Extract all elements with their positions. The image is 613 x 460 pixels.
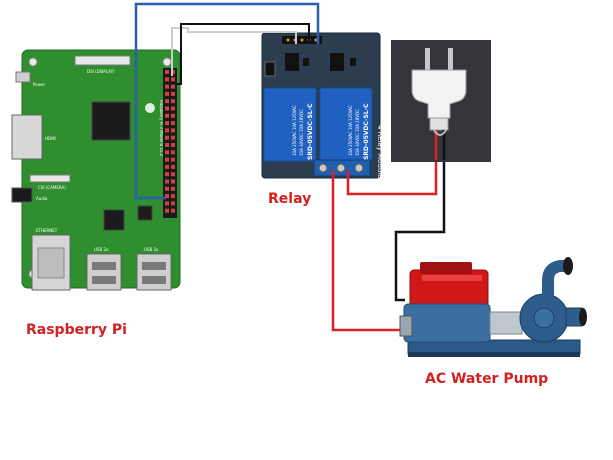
pi-usb-chip	[103, 209, 125, 231]
relay-opto-2	[330, 53, 344, 71]
gpio-pin	[165, 172, 169, 177]
pi-hdmi-label: HDMI	[45, 136, 56, 141]
gpio-pin	[165, 157, 169, 162]
pi-dsi-connector	[74, 55, 131, 66]
pi-hdmi-port	[11, 114, 43, 160]
relay-screw-terminals	[313, 159, 371, 177]
relay-rating-1a: 10A 250VAC 10A 125VAC	[292, 105, 297, 156]
gpio-pin	[165, 70, 169, 74]
gpio-pin	[165, 179, 169, 184]
ac-plug	[391, 40, 491, 162]
wires	[134, 2, 446, 332]
wire-black-mains	[394, 160, 446, 302]
ac-water-pump-label: AC Water Pump	[425, 371, 549, 387]
wire-red-mains	[346, 160, 438, 196]
gpio-pin	[171, 194, 175, 199]
pi-model-text: Raspberry Pi 3 Model B v1.2	[159, 100, 164, 157]
gpio-pin	[171, 113, 175, 118]
gpio-pin	[165, 99, 169, 104]
gpio-pin	[165, 121, 169, 126]
gpio-pin	[165, 201, 169, 206]
gpio-pin	[171, 128, 175, 133]
pi-usb-label-1: USB 2x	[94, 247, 109, 252]
pi-power-port	[15, 71, 31, 83]
gpio-pin	[171, 201, 175, 206]
pi-ethernet-label: ETHERNET	[36, 228, 58, 233]
relay-label: Relay	[268, 191, 312, 207]
gpio-pin	[171, 143, 175, 147]
wire-blue	[134, 2, 320, 200]
pi-power-label: Power	[33, 82, 45, 87]
pi-usb-label-2: USB 2x	[144, 247, 159, 252]
relay-module: SRD-05VDC-SL-C 10A 250VAC 10A 125VAC 10A…	[261, 32, 384, 179]
gpio-pin	[165, 150, 169, 155]
gpio-pin	[165, 91, 169, 96]
gpio-pin	[165, 194, 169, 199]
pi-ram-chip	[137, 205, 153, 221]
pi-gpio-header	[163, 68, 177, 218]
raspberry-logo-icon	[145, 103, 155, 113]
wire-red-pump	[331, 170, 400, 332]
gpio-pin	[165, 186, 169, 191]
gpio-pin	[165, 77, 169, 82]
pi-usb-port-2	[136, 253, 172, 291]
gpio-pin	[165, 208, 169, 213]
gpio-pin	[171, 208, 175, 213]
relay-jumper	[264, 61, 276, 77]
gpio-pin	[165, 84, 169, 89]
gpio-pin	[171, 150, 175, 155]
pi-csi-connector	[29, 174, 71, 183]
gpio-pin	[171, 121, 175, 126]
gpio-pin	[171, 84, 175, 89]
wire-black-signal	[177, 23, 310, 85]
pi-audio-jack	[11, 187, 33, 203]
gpio-pin	[171, 99, 175, 104]
gpio-pin	[165, 106, 169, 111]
gpio-pin	[165, 135, 169, 140]
gpio-pin	[171, 77, 175, 82]
gpio-pin	[171, 106, 175, 111]
relay-part-1: SRD-05VDC-SL-C	[307, 103, 314, 160]
relay-coil-1	[263, 87, 317, 162]
gpio-pin	[171, 135, 175, 140]
pi-soc-chip	[91, 101, 131, 141]
raspberry-pi-label: Raspberry Pi	[26, 322, 127, 338]
pi-csi-label: CSI (CAMERA)	[38, 185, 66, 190]
relay-rating-2b: 10A 30VDC 10A 28VDC	[355, 109, 360, 156]
gpio-pin	[171, 172, 175, 177]
relay-rating-1b: 10A 30VDC 10A 28VDC	[299, 109, 304, 156]
relay-part-2: SRD-05VDC-SL-C	[363, 103, 370, 160]
pi-audio-label: Audio	[36, 196, 48, 201]
gpio-pin	[171, 157, 175, 162]
relay-module-text: 4 Relay Module	[376, 125, 384, 179]
relay-rating-2a: 10A 250VAC 10A 125VAC	[348, 105, 353, 156]
gpio-pin	[165, 113, 169, 118]
ac-water-pump	[399, 257, 587, 357]
gpio-pin	[165, 143, 169, 147]
relay-opto-1	[285, 53, 299, 71]
gpio-pin	[171, 179, 175, 184]
gpio-pin	[171, 186, 175, 191]
gpio-pin	[165, 164, 169, 169]
raspberry-pi-board: DSI (DISPLAY) Power HDMI Raspberry Pi 3 …	[11, 49, 181, 291]
gpio-pin	[171, 91, 175, 96]
pi-dsi-label: DSI (DISPLAY)	[87, 69, 115, 74]
wire-white	[171, 27, 297, 76]
gpio-pin	[165, 128, 169, 133]
pi-usb-port-1	[86, 253, 122, 291]
gpio-pin	[171, 164, 175, 169]
pump-body	[403, 303, 491, 343]
